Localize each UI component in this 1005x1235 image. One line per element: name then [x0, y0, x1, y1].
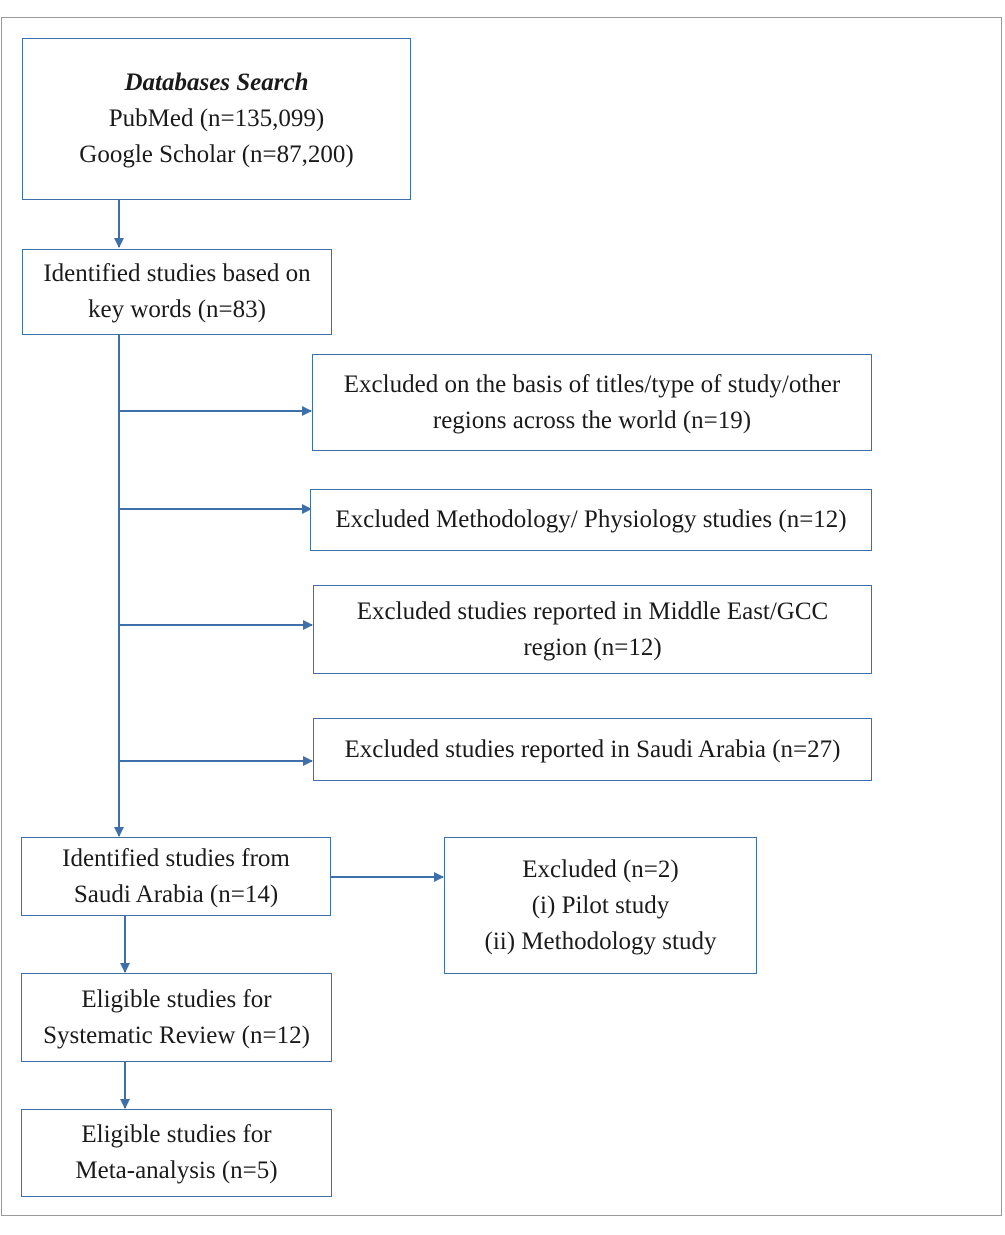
excluded-two-line-3: (ii) Methodology study [484, 927, 717, 955]
databases-search-box: Databases Search PubMed (n=135,099) Goog… [22, 38, 411, 200]
google-scholar-count: Google Scholar (n=87,200) [79, 141, 354, 168]
saudi-line-2: Saudi Arabia (n=14) [73, 880, 279, 908]
diagram-frame [1, 17, 1002, 1216]
systematic-line-2: Systematic Review (n=12) [43, 1021, 310, 1049]
databases-search-title: Databases Search [124, 69, 309, 96]
excluded-methodology-box: Excluded Methodology/ Physiology studies… [310, 489, 872, 551]
excluded-middle-east-line-1: Excluded studies reported in Middle East… [356, 597, 829, 625]
excluded-two-line-1: Excluded (n=2) [522, 855, 679, 883]
meta-line-2: Meta-analysis (n=5) [75, 1157, 278, 1184]
identified-line-2: key words (n=83) [88, 296, 266, 323]
pubmed-count: PubMed (n=135,099) [108, 105, 325, 132]
excluded-two-line-2: (i) Pilot study [531, 891, 670, 919]
meta-line-1: Eligible studies for [81, 1121, 272, 1148]
excluded-middle-east-line-2: region (n=12) [523, 633, 662, 661]
saudi-line-1: Identified studies from [62, 844, 290, 872]
identified-line-1: Identified studies based on [43, 260, 311, 287]
excluded-saudi-line-1: Excluded studies reported in Saudi Arabi… [344, 735, 841, 763]
excluded-titles-box: Excluded on the basis of titles/type of … [312, 354, 872, 451]
meta-analysis-box: Eligible studies for Meta-analysis (n=5) [21, 1109, 332, 1197]
excluded-saudi-box: Excluded studies reported in Saudi Arabi… [313, 718, 872, 781]
systematic-line-1: Eligible studies for [81, 985, 272, 1013]
excluded-methodology-line-1: Excluded Methodology/ Physiology studies… [335, 506, 847, 533]
excluded-titles-line-1: Excluded on the basis of titles/type of … [343, 370, 841, 398]
systematic-review-box: Eligible studies for Systematic Review (… [21, 973, 332, 1062]
excluded-middle-east-box: Excluded studies reported in Middle East… [313, 585, 872, 674]
identified-studies-box: Identified studies based on key words (n… [22, 249, 332, 335]
excluded-two-box: Excluded (n=2) (i) Pilot study (ii) Meth… [444, 837, 757, 974]
saudi-studies-box: Identified studies from Saudi Arabia (n=… [21, 837, 331, 916]
excluded-titles-line-2: regions across the world (n=19) [432, 406, 752, 434]
